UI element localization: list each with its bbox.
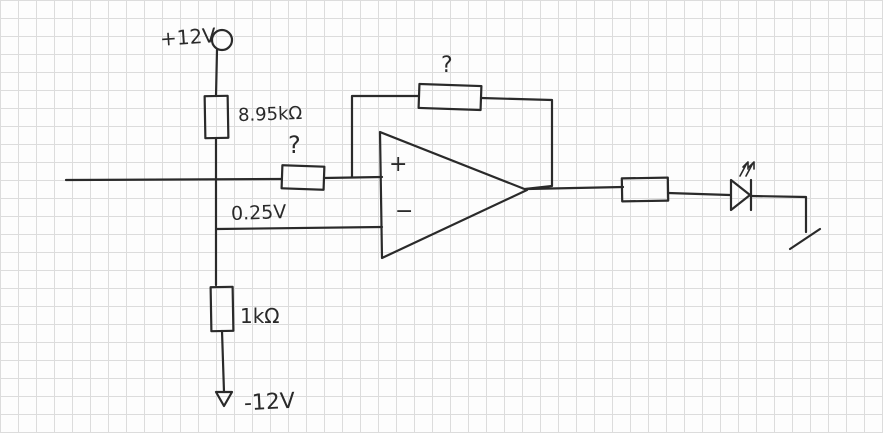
wire-input-left (64, 177, 284, 182)
label-resistor-top: 8.95kΩ (237, 102, 303, 127)
wire-led-to-ground (749, 194, 808, 234)
wire-feedback-left (350, 94, 421, 179)
wire-reference-to-minus (215, 225, 384, 231)
led-emission-arrow-1 (739, 161, 749, 177)
label-supply-positive: +12V (159, 23, 217, 51)
label-supply-negative: -12V (243, 388, 296, 417)
label-resistor-input: ? (288, 131, 301, 159)
label-reference-voltage: 0.25V (230, 201, 287, 225)
supply-negative-arrow (214, 390, 234, 408)
wire-feedback-right (479, 96, 554, 191)
label-resistor-bottom: 1kΩ (240, 304, 280, 328)
label-opamp-plus: + (389, 152, 408, 177)
wire-bottom-supply (220, 329, 226, 394)
wire-output (525, 185, 625, 191)
ground-symbol (788, 227, 822, 251)
resistor-output (620, 176, 670, 203)
led-emission-arrow-2 (745, 161, 755, 177)
resistor-bottom (209, 285, 235, 333)
wire-input-to-plus (322, 175, 384, 180)
opamp-triangle (378, 130, 529, 260)
wire-top-supply (214, 48, 219, 98)
label-opamp-minus: − (395, 199, 414, 224)
label-resistor-feedback: ? (441, 53, 453, 78)
led-triangle (729, 178, 752, 212)
resistor-input (280, 164, 326, 191)
resistor-top (203, 94, 230, 140)
wire-output-to-led (666, 191, 732, 197)
resistor-feedback (417, 82, 483, 112)
supply-positive-terminal (210, 28, 234, 52)
